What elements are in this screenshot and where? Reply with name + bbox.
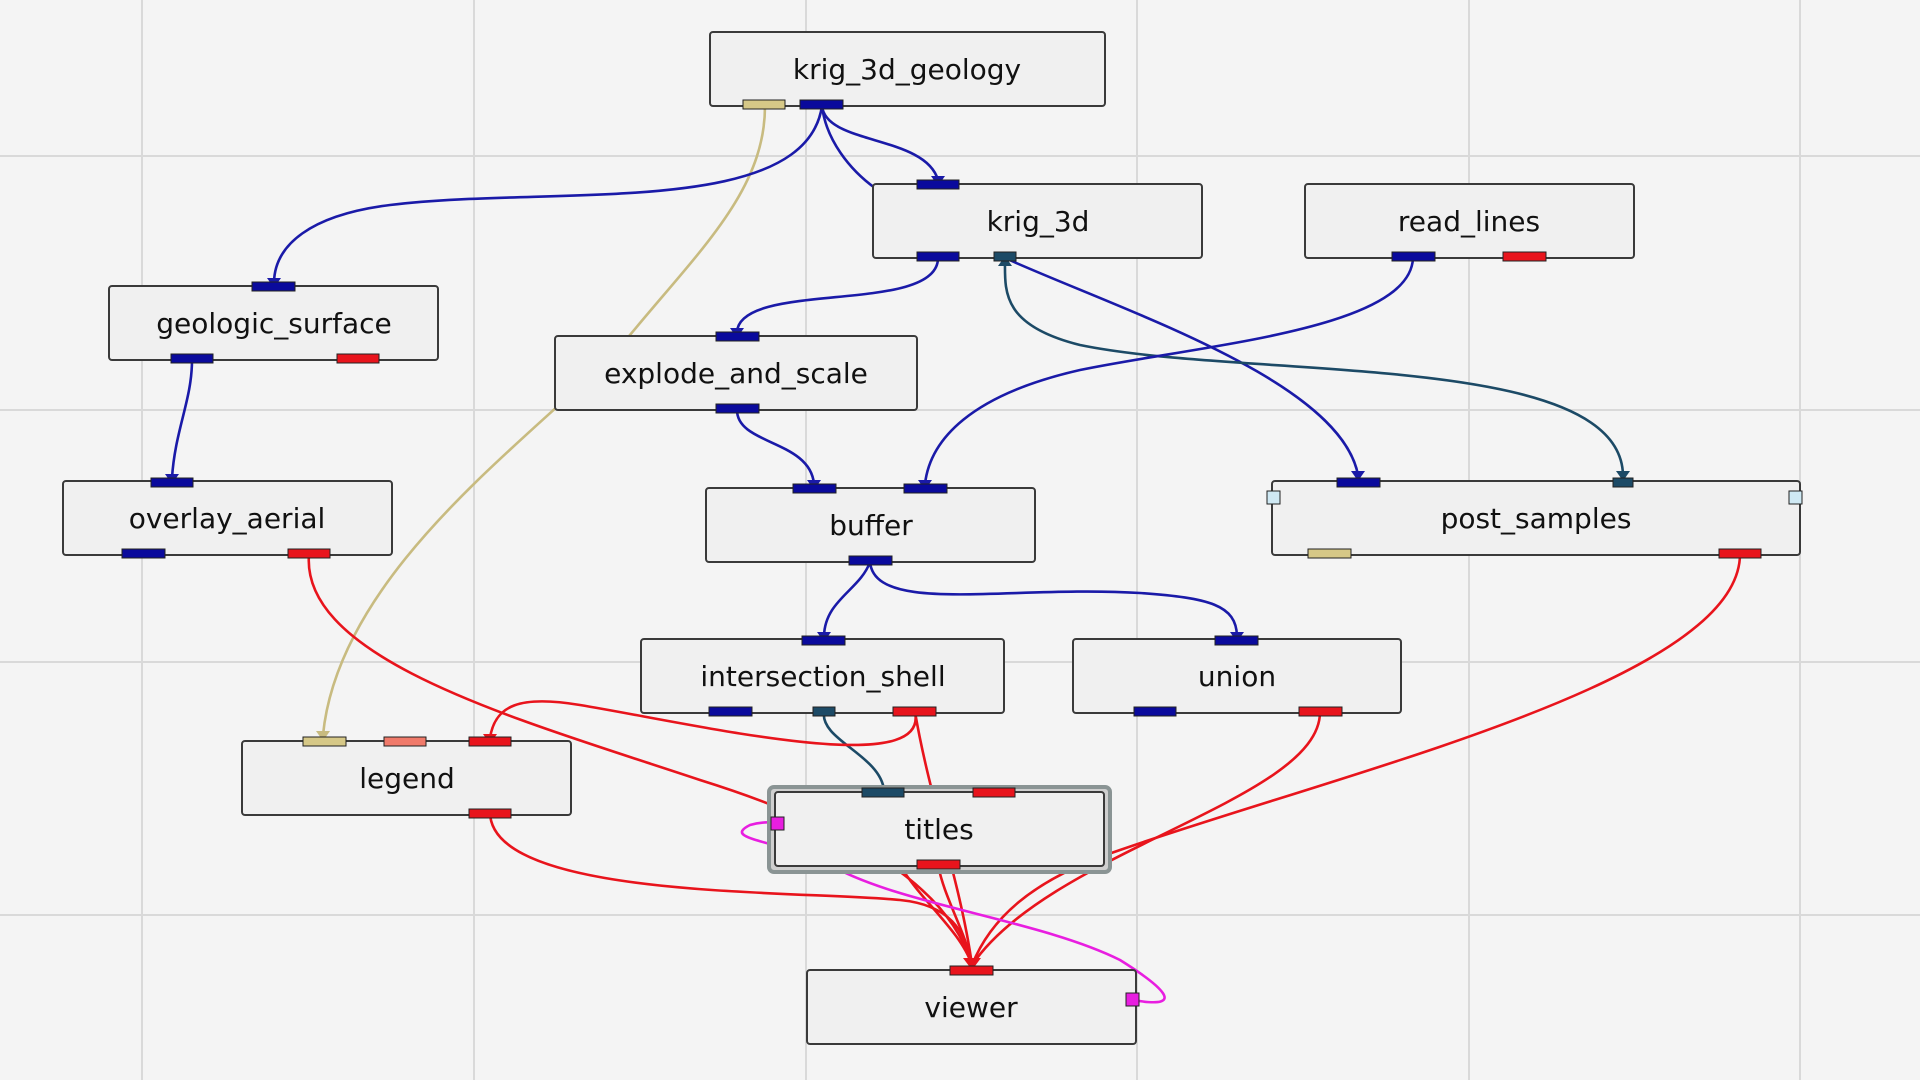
node-label: explode_and_scale <box>604 357 868 390</box>
wire-buffer-to-union[interactable] <box>868 561 1239 637</box>
port-blue[interactable] <box>799 99 844 110</box>
node-buffer[interactable]: buffer <box>705 483 1036 566</box>
port-blue-in[interactable] <box>1336 477 1381 488</box>
arrowhead-legend-tan <box>316 731 330 741</box>
wire-titles-to-viewer[interactable] <box>936 864 974 966</box>
port-salmon[interactable] <box>383 736 427 747</box>
node-label: legend <box>359 762 455 795</box>
port-red[interactable] <box>336 353 380 364</box>
wire-post-samples-to-krig-3d[interactable] <box>1003 257 1625 476</box>
port-blue-in-a[interactable] <box>792 483 837 494</box>
port-blue-out[interactable] <box>715 403 760 414</box>
wire-explode-and-scale-to-buffer[interactable] <box>735 409 816 485</box>
node-read-lines[interactable]: read_lines <box>1304 183 1635 262</box>
node-label: krig_3d <box>987 205 1090 238</box>
port-teal[interactable] <box>812 706 836 717</box>
node-label: krig_3d_geology <box>793 53 1021 86</box>
wire-krig-3d-geology-branch <box>820 105 876 190</box>
wire-post-samples-to-viewer[interactable] <box>970 553 1742 966</box>
port-lightblue-right[interactable] <box>1788 490 1803 505</box>
port-red-out[interactable] <box>916 859 961 870</box>
arrowhead-post-samples-left <box>1351 471 1365 481</box>
port-teal[interactable] <box>993 251 1017 262</box>
node-label: titles <box>904 813 973 846</box>
port-red[interactable] <box>1502 251 1547 262</box>
port-blue-out[interactable] <box>121 548 166 559</box>
port-red-out[interactable] <box>468 808 512 819</box>
port-blue-out[interactable] <box>170 353 214 364</box>
node-overlay-aerial[interactable]: overlay_aerial <box>62 477 393 559</box>
port-blue[interactable] <box>1391 251 1436 262</box>
node-label: buffer <box>829 509 913 542</box>
port-red[interactable] <box>287 548 331 559</box>
port-red-in[interactable] <box>972 787 1016 798</box>
port-blue-out[interactable] <box>708 706 753 717</box>
port-blue-in[interactable] <box>715 331 760 342</box>
node-union[interactable]: union <box>1072 635 1402 717</box>
port-blue-out[interactable] <box>1133 706 1177 717</box>
port-blue-in[interactable] <box>1214 635 1259 646</box>
wire-union-to-viewer[interactable] <box>970 711 1322 966</box>
port-blue-in[interactable] <box>251 281 296 292</box>
port-teal-in[interactable] <box>861 787 905 798</box>
node-label: geologic_surface <box>156 307 391 340</box>
port-red[interactable] <box>1298 706 1343 717</box>
node-label: viewer <box>924 991 1018 1024</box>
node-label: overlay_aerial <box>129 502 326 535</box>
node-krig-3d-geology[interactable]: krig_3d_geology <box>709 31 1106 110</box>
port-blue-in[interactable] <box>801 635 846 646</box>
node-label: intersection_shell <box>700 660 945 693</box>
port-tan[interactable] <box>1307 548 1352 559</box>
port-blue-in[interactable] <box>916 179 960 190</box>
node-geologic-surface[interactable]: geologic_surface <box>108 281 439 364</box>
port-blue-in[interactable] <box>150 477 194 488</box>
node-label: union <box>1198 660 1276 693</box>
node-post-samples[interactable]: post_samples <box>1266 477 1803 559</box>
arrowhead-viewer <box>963 958 981 970</box>
wire-krig-3d-to-post-samples[interactable] <box>1004 256 1360 476</box>
port-red-in[interactable] <box>468 736 512 747</box>
port-tan[interactable] <box>302 736 347 747</box>
wire-krig-3d-geology-to-geologic-surface[interactable] <box>272 105 824 283</box>
port-lightblue-left[interactable] <box>1266 490 1281 505</box>
port-red[interactable] <box>892 706 937 717</box>
port-teal-in[interactable] <box>1612 477 1634 488</box>
node-viewer[interactable]: viewer <box>806 965 1140 1045</box>
nodes: krig_3d_geology krig_3d read_lines geolo… <box>62 31 1803 1045</box>
node-explode-and-scale[interactable]: explode_and_scale <box>554 331 918 414</box>
node-titles[interactable]: titles <box>767 785 1112 874</box>
wire-viewer-to-titles[interactable] <box>740 821 1166 1004</box>
port-magenta-out[interactable] <box>1125 992 1140 1007</box>
wire-buffer-to-intersection-shell[interactable] <box>822 561 872 637</box>
port-magenta-in[interactable] <box>770 816 785 831</box>
node-krig-3d[interactable]: krig_3d <box>872 179 1203 262</box>
node-intersection-shell[interactable]: intersection_shell <box>640 635 1005 717</box>
wire-overlay-aerial-to-viewer[interactable] <box>307 553 974 966</box>
port-blue-out[interactable] <box>848 555 893 566</box>
port-red-in[interactable] <box>949 965 994 976</box>
wire-read-lines-to-buffer[interactable] <box>923 257 1415 485</box>
node-legend[interactable]: legend <box>241 736 572 819</box>
wire-legend-to-viewer[interactable] <box>488 811 974 966</box>
port-blue-out[interactable] <box>916 251 960 262</box>
port-red[interactable] <box>1718 548 1762 559</box>
node-label: read_lines <box>1398 205 1540 238</box>
node-label: post_samples <box>1441 502 1632 535</box>
port-tan[interactable] <box>742 99 786 110</box>
wire-intersection-shell-to-legend[interactable] <box>488 699 917 747</box>
arrowhead-post-samples-right <box>1616 471 1630 481</box>
wire-krig-3d-geology-to-krig-3d[interactable] <box>820 105 940 181</box>
wire-geologic-surface-to-overlay-aerial[interactable] <box>170 359 194 479</box>
wire-krig-3d-to-explode-and-scale[interactable] <box>735 257 940 333</box>
wire-intersection-shell-to-titles[interactable] <box>822 711 886 791</box>
port-blue-in-b[interactable] <box>903 483 948 494</box>
wire-titles-to-viewer-b <box>898 864 974 966</box>
